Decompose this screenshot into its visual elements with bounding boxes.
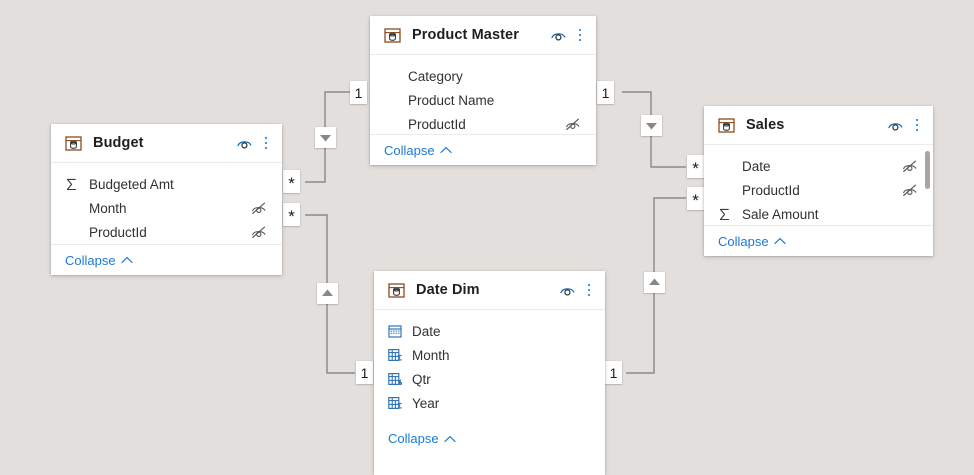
collapse-label: Collapse [718,233,769,249]
table-icon [718,117,735,133]
table-header-product-master[interactable]: Product Master [370,16,596,55]
table-card-sales[interactable]: Sales Date ProductId [704,106,933,256]
eye-icon[interactable] [235,134,254,153]
field-label: Budgeted Amt [89,176,174,192]
filter-direction-up-icon-budget-date[interactable] [317,283,338,304]
table-title-date-dim: Date Dim [416,282,480,298]
collapse-label: Collapse [384,142,435,158]
filter-direction-up-icon-sales-date[interactable] [644,272,665,293]
field-label: ProductId [89,224,147,240]
field-label: Month [89,200,127,216]
table-card-product-master[interactable]: Product Master Category Product Name Pro… [370,16,596,165]
collapse-button-product-master[interactable]: Collapse [384,143,452,158]
field-label: Date [412,323,441,339]
field-row[interactable]: Date [704,154,933,178]
calendar-icon [388,324,405,338]
cardinality-badge-budget-many-date[interactable]: * [283,203,300,226]
table-card-date-dim[interactable]: Date Dim [374,271,605,475]
collapse-label: Collapse [388,431,439,446]
field-label: Qtr [412,371,431,387]
field-row[interactable]: ProductId [370,112,596,134]
table-icon [384,27,401,43]
chevron-up-icon [773,237,786,244]
sigma-icon [65,178,82,191]
table-header-sales[interactable]: Sales [704,106,933,145]
calculated-column-fx-icon [388,372,405,386]
cardinality-badge-sales-many-date[interactable]: * [687,187,704,210]
field-list-date-dim[interactable]: Date Month [374,310,605,431]
table-footer-budget: Collapse [51,244,282,275]
cardinality-badge-sales-many-product[interactable]: * [687,155,704,178]
sigma-icon [718,208,735,221]
table-icon [388,282,405,298]
table-header-date-dim[interactable]: Date Dim [374,271,605,310]
collapse-button-budget[interactable]: Collapse [65,253,133,268]
table-icon [65,135,82,151]
filter-direction-down-icon-budget-product[interactable] [315,127,336,148]
field-row[interactable]: Qtr [374,367,605,391]
field-label: Category [408,68,463,84]
filter-direction-down-icon-sales-product[interactable] [641,115,662,136]
field-label: Sale Amount [742,206,819,222]
field-row[interactable]: Budgeted Amt [51,172,282,196]
field-label: ProductId [408,116,466,132]
calculated-column-icon [388,348,405,362]
hidden-eye-icon[interactable] [902,159,918,173]
field-row[interactable]: Month [374,343,605,367]
field-list-sales[interactable]: Date ProductId [704,145,933,225]
field-row[interactable]: Date [374,319,605,343]
cardinality-badge-date-one-budget[interactable]: 1 [356,361,373,384]
hidden-eye-icon[interactable] [251,225,267,239]
hidden-eye-icon[interactable] [251,201,267,215]
field-label: Month [412,347,450,363]
field-row[interactable]: ProductId [51,220,282,244]
field-label: Year [412,395,440,411]
chevron-up-icon [439,146,452,153]
hidden-eye-icon[interactable] [565,117,581,131]
cardinality-badge-product-one-budget[interactable]: 1 [350,81,367,104]
table-title-sales: Sales [746,117,785,133]
table-header-budget[interactable]: Budget [51,124,282,163]
more-options-icon[interactable] [910,116,924,135]
collapse-button-sales[interactable]: Collapse [718,234,786,249]
chevron-up-icon [120,256,133,263]
collapse-button-date-dim[interactable]: Collapse [388,431,456,446]
field-list-product-master[interactable]: Category Product Name ProductId [370,55,596,134]
field-row[interactable]: Sale Amount [704,202,933,225]
hidden-eye-icon[interactable] [902,183,918,197]
field-row[interactable]: Product Name [370,88,596,112]
field-label: Product Name [408,92,495,108]
cardinality-badge-product-one-sales[interactable]: 1 [597,81,614,104]
table-card-budget[interactable]: Budget Budgeted Amt Month [51,124,282,275]
cardinality-badge-date-one-sales[interactable]: 1 [605,361,622,384]
field-row[interactable]: Category [370,64,596,88]
eye-icon[interactable] [549,26,568,45]
more-options-icon[interactable] [259,134,273,153]
field-row[interactable]: ProductId [704,178,933,202]
field-row[interactable]: Month [51,196,282,220]
table-footer-product-master: Collapse [370,134,596,165]
vertical-scrollbar-sales[interactable] [925,151,930,189]
more-options-icon[interactable] [573,26,587,45]
more-options-icon[interactable] [582,281,596,300]
field-label: ProductId [742,182,800,198]
table-title-budget: Budget [93,135,144,151]
table-footer-date-dim: Collapse [374,431,605,475]
eye-icon[interactable] [886,116,905,135]
field-list-budget[interactable]: Budgeted Amt Month ProductId [51,163,282,244]
eye-icon[interactable] [558,281,577,300]
table-footer-sales: Collapse [704,225,933,256]
calculated-column-icon [388,396,405,410]
cardinality-badge-budget-many-product[interactable]: * [283,170,300,193]
field-label: Date [742,158,771,174]
field-row[interactable]: Year [374,391,605,415]
collapse-label: Collapse [65,252,116,268]
table-title-product-master: Product Master [412,27,519,43]
chevron-up-icon [443,435,456,442]
